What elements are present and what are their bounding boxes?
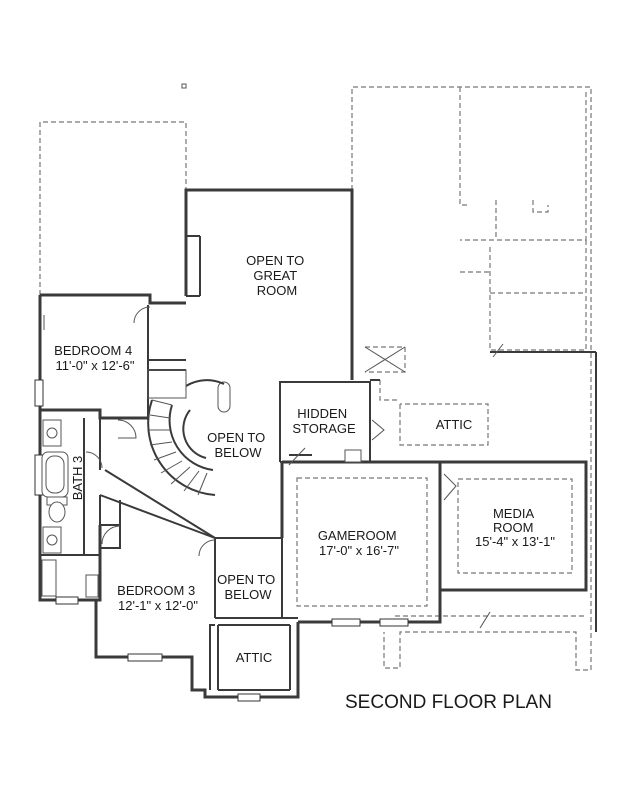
label-gameroom: GAMEROOM 17'-0" x 16'-7" (318, 528, 400, 558)
north-marker (181, 83, 187, 89)
label-open-below-small: OPEN TO BELOW (217, 572, 279, 602)
media-room-inner-outline (457, 478, 573, 574)
walls (38, 188, 597, 699)
label-open-great-room: OPEN TO GREAT ROOM (246, 253, 308, 298)
label-bedroom-3: BEDROOM 3 12'-1" x 12'-0" (117, 583, 199, 613)
roof-outline-left (39, 121, 187, 295)
label-bath-3: BATH 3 (70, 456, 85, 501)
label-bedroom-4: BEDROOM 4 11'-0" x 12'-6" (54, 343, 136, 373)
gameroom-inner-outline (296, 477, 428, 607)
plan-title: SECOND FLOOR PLAN (345, 692, 552, 713)
windows (34, 379, 409, 702)
label-attic-upper: ATTIC (436, 417, 473, 432)
staircase (147, 369, 231, 496)
bath-fixtures (41, 419, 99, 598)
label-media-room: MEDIA ROOM 15'-4" x 13'-1" (475, 506, 555, 549)
roof-outline-right (351, 86, 592, 671)
label-open-below-stair: OPEN TO BELOW (207, 430, 269, 460)
label-hidden-storage: HIDDEN STORAGE (292, 406, 356, 436)
label-attic-lower: ATTIC (236, 650, 273, 665)
doors (85, 306, 504, 629)
